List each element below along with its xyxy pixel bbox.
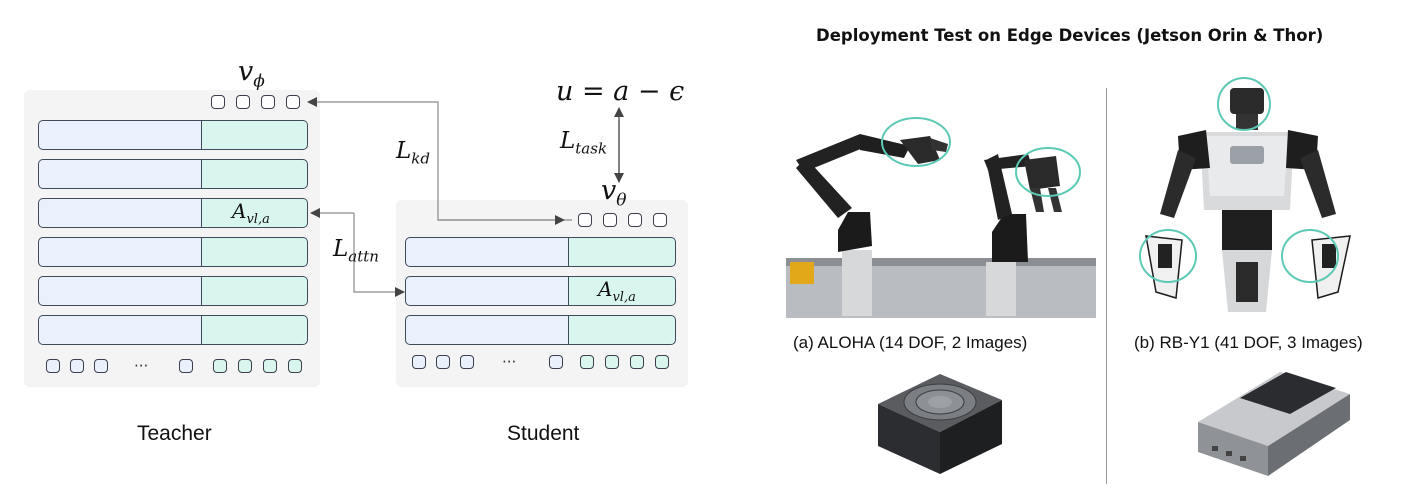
section-divider [1106,88,1107,484]
student-attention-label: Avl,a [598,277,636,305]
deployment-title: Deployment Test on Edge Devices (Jetson … [816,26,1324,45]
teacher-label: Teacher [137,422,212,445]
gripper-highlight-icon [881,117,951,167]
task-loss-label: Ltask [560,128,608,158]
rby1-caption: (b) RB-Y1 (41 DOF, 3 Images) [1134,333,1363,352]
teacher-output-label: vϕ [238,56,265,92]
attn-arrow [353,213,405,297]
student-output-label: vθ [601,175,627,211]
attn-loss-label: Lattn [333,236,379,266]
kd-loss-label: Lkd [396,138,430,168]
ellipsis: ··· [502,353,517,371]
student-label: Student [507,422,580,445]
flow-equation: u = a − ϵ [556,76,685,107]
ellipsis: ··· [134,357,149,375]
teacher-attention-label: Avl,a [232,199,270,227]
aloha-caption: (a) ALOHA (14 DOF, 2 Images) [793,333,1028,352]
